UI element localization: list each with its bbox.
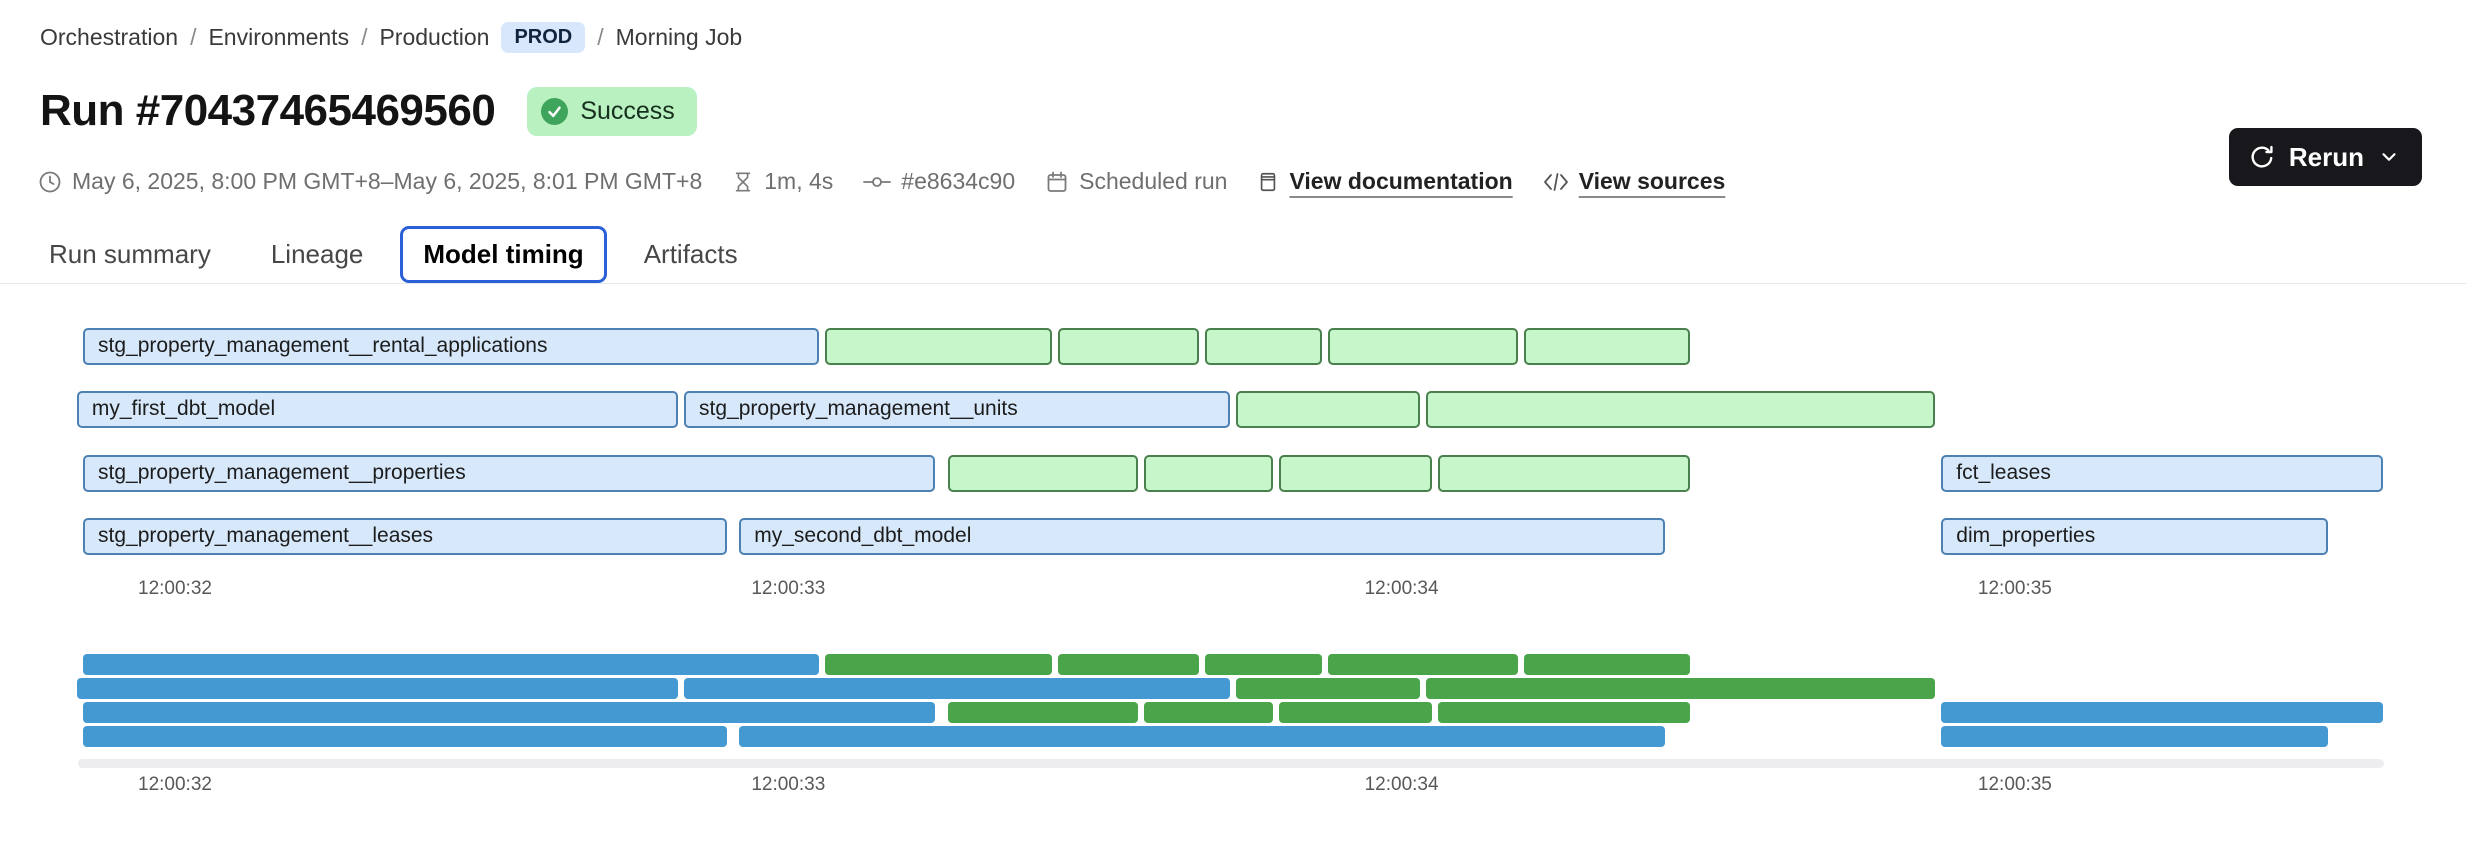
rerun-button[interactable]: Rerun [2228, 128, 2422, 186]
view-sources-item[interactable]: View sources [1543, 168, 1726, 195]
gantt-bar-test[interactable] [1328, 328, 1519, 365]
minimap-bar[interactable] [684, 678, 1230, 699]
page-title: Run #70437465469560 [40, 86, 496, 135]
minimap-bar[interactable] [1144, 702, 1273, 723]
commit-icon [863, 176, 892, 187]
minimap-bar[interactable] [1278, 702, 1433, 723]
gantt-bar-test[interactable] [1278, 455, 1433, 492]
gantt-bar-stg_property_management__units[interactable]: stg_property_management__units [684, 391, 1230, 428]
axis-tick-label: 12:00:35 [1977, 578, 2052, 599]
minimap-bar[interactable] [1524, 654, 1690, 675]
success-check-icon [541, 97, 569, 125]
axis-tick-label: 12:00:32 [138, 578, 212, 599]
rerun-refresh-icon [2251, 145, 2273, 168]
minimap-bar[interactable] [83, 726, 727, 747]
gantt-bar-stg_property_management__rental_applications[interactable]: stg_property_management__rental_applicat… [83, 328, 819, 365]
gantt-bar-stg_property_management__properties[interactable]: stg_property_management__properties [83, 455, 936, 492]
breadcrumb-separator: / [190, 24, 197, 50]
breadcrumb-morning-job[interactable]: Morning Job [615, 24, 743, 50]
breadcrumb: Orchestration / Environments / Productio… [40, 22, 742, 53]
minimap-bar[interactable] [1941, 702, 2383, 723]
minimap-scroll-track[interactable] [78, 759, 2384, 768]
tab-run-summary[interactable]: Run summary [49, 239, 211, 269]
prod-environment-badge: PROD [501, 22, 586, 53]
minimap-bar[interactable] [1426, 678, 1936, 699]
trigger-item: Scheduled run [1045, 168, 1227, 195]
run-tabs: Run summary Lineage Model timing Artifac… [26, 226, 761, 283]
title-row: Run #70437465469560 Success [40, 86, 697, 136]
code-icon [1543, 172, 1568, 191]
axis-tick-label: 12:00:35 [1977, 774, 2052, 795]
axis-tick-label: 12:00:32 [138, 774, 212, 795]
gantt-bar-my_first_dbt_model[interactable]: my_first_dbt_model [76, 391, 678, 428]
breadcrumb-orchestration[interactable]: Orchestration [40, 24, 179, 50]
minimap-bar[interactable] [825, 654, 1052, 675]
commit-hash[interactable]: #e8634c90 [901, 168, 1016, 194]
time-range-item: May 6, 2025, 8:00 PM GMT+8–May 6, 2025, … [38, 168, 702, 195]
tab-lineage[interactable]: Lineage [270, 239, 364, 269]
gantt-bar-test[interactable] [1205, 328, 1322, 365]
minimap-bar[interactable] [1236, 678, 1420, 699]
gantt-bar-test[interactable] [825, 328, 1052, 365]
axis-tick-label: 12:00:33 [751, 774, 826, 795]
gantt-bar-test[interactable] [947, 455, 1138, 492]
gantt-bar-test[interactable] [1524, 328, 1690, 365]
chevron-down-icon [2382, 153, 2396, 161]
breadcrumb-separator: / [597, 24, 604, 50]
trigger-type: Scheduled run [1079, 168, 1228, 194]
view-sources-link[interactable]: View sources [1578, 168, 1726, 194]
gantt-bar-test[interactable] [1426, 391, 1936, 428]
axis-tick-label: 12:00:33 [751, 578, 826, 599]
status-badge: Success [527, 86, 697, 136]
view-documentation-item[interactable]: View documentation [1257, 168, 1513, 195]
run-metadata: May 6, 2025, 8:00 PM GMT+8–May 6, 2025, … [38, 168, 1725, 195]
time-range: May 6, 2025, 8:00 PM GMT+8–May 6, 2025, … [72, 168, 703, 194]
clock-icon [39, 171, 61, 192]
minimap-bar[interactable] [1941, 726, 2328, 747]
hourglass-icon [736, 171, 751, 192]
minimap-bar[interactable] [83, 702, 936, 723]
gantt-bar-dim_properties[interactable]: dim_properties [1941, 518, 2328, 555]
gantt-bar-fct_leases[interactable]: fct_leases [1941, 455, 2383, 492]
gantt-bar-test[interactable] [1236, 391, 1420, 428]
tab-artifacts[interactable]: Artifacts [643, 239, 738, 269]
commit-item: #e8634c90 [863, 168, 1015, 195]
minimap-bar[interactable] [1058, 654, 1200, 675]
rerun-label: Rerun [2288, 141, 2364, 172]
documentation-icon [1261, 172, 1276, 191]
breadcrumb-production[interactable]: Production [379, 24, 490, 50]
gantt-bar-my_second_dbt_model[interactable]: my_second_dbt_model [739, 518, 1666, 555]
gantt-bar-stg_property_management__leases[interactable]: stg_property_management__leases [83, 518, 727, 555]
gantt-bar-test[interactable] [1058, 328, 1200, 365]
minimap-bar[interactable] [76, 678, 678, 699]
tabs-divider [0, 283, 2466, 284]
minimap-bar[interactable] [739, 726, 1666, 747]
view-documentation-link[interactable]: View documentation [1289, 168, 1513, 194]
gantt-bar-test[interactable] [1144, 455, 1273, 492]
tab-model-timing[interactable]: Model timing [400, 226, 607, 283]
calendar-icon [1047, 171, 1067, 192]
minimap-bar[interactable] [1205, 654, 1322, 675]
axis-tick-label: 12:00:34 [1364, 774, 1439, 795]
duration: 1m, 4s [764, 168, 834, 194]
minimap-bar[interactable] [1328, 654, 1519, 675]
minimap-bar[interactable] [1438, 702, 1690, 723]
breadcrumb-separator: / [361, 24, 368, 50]
status-label: Success [580, 96, 675, 125]
minimap-bar[interactable] [947, 702, 1138, 723]
axis-tick-label: 12:00:34 [1364, 578, 1439, 599]
breadcrumb-environments[interactable]: Environments [208, 24, 350, 50]
minimap-bar[interactable] [83, 654, 819, 675]
gantt-bar-test[interactable] [1438, 455, 1690, 492]
duration-item: 1m, 4s [732, 168, 833, 195]
